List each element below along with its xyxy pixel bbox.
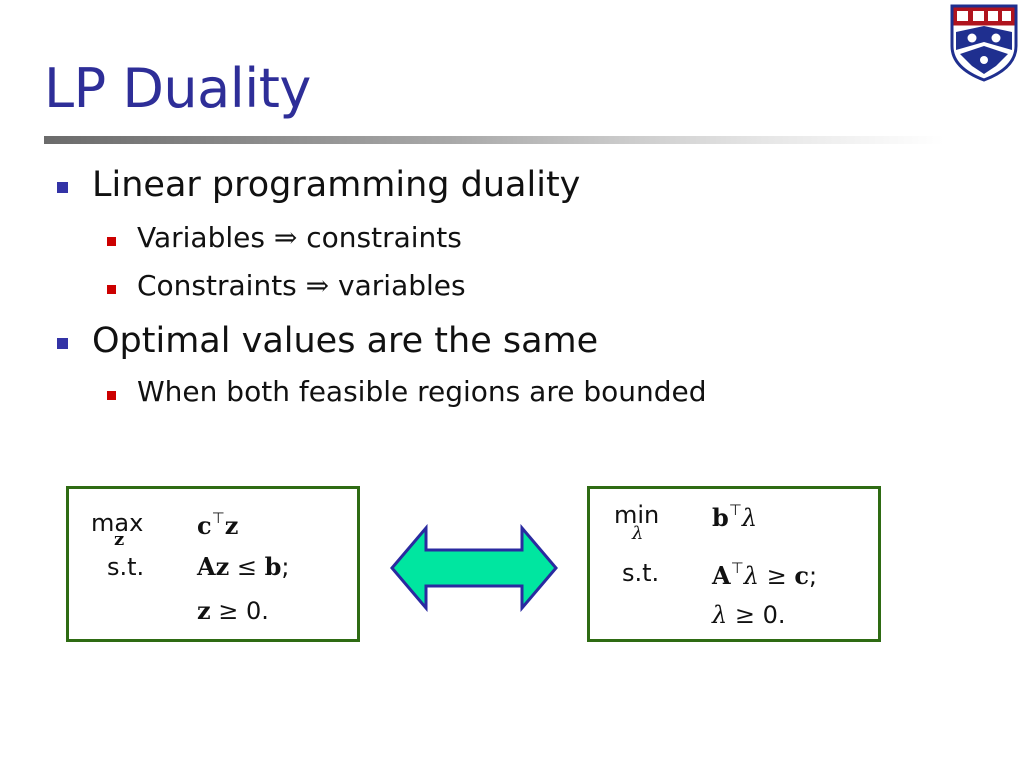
primal-nonneg: z ≥ 0.	[197, 596, 269, 625]
dual-nonneg: λ ≥ 0.	[712, 601, 786, 629]
dual-st: s.t.	[622, 559, 660, 587]
sub-bullet-constraints-variables: Constraints ⇒ variables	[107, 269, 466, 302]
dual-constraint: A⊤λ ≥ c;	[712, 559, 818, 590]
double-headed-arrow-icon	[390, 524, 558, 612]
sub-bullet-variables-constraints: Variables ⇒ constraints	[107, 221, 462, 254]
bullet-optimal-values: Optimal values are the same	[57, 321, 599, 361]
bullet-text: Optimal values are the same	[92, 321, 599, 361]
square-bullet-icon	[107, 237, 116, 246]
sub-bullet-before: Constraints	[137, 269, 297, 302]
sub-bullet-bounded: When both feasible regions are bounded	[107, 375, 707, 408]
sub-bullet-before: Variables	[137, 221, 265, 254]
primal-op-var: z	[114, 529, 125, 550]
title-underline	[44, 136, 944, 144]
dual-problem-box: min λ b⊤λ s.t. A⊤λ ≥ c; λ ≥ 0.	[587, 486, 881, 642]
sub-bullet-text: When both feasible regions are bounded	[137, 375, 707, 408]
bullet-linear-programming-duality: Linear programming duality	[57, 165, 581, 205]
square-bullet-icon	[107, 285, 116, 294]
sub-bullet-after: constraints	[306, 221, 462, 254]
square-bullet-icon	[57, 338, 68, 349]
dual-objective: b⊤λ	[712, 501, 758, 532]
university-shield-logo-icon	[950, 4, 1018, 82]
primal-op: max	[91, 509, 144, 537]
square-bullet-icon	[57, 182, 68, 193]
slide-title: LP Duality	[44, 57, 311, 120]
sub-bullet-after: variables	[338, 269, 466, 302]
dual-op: min	[614, 501, 660, 529]
primal-constraint: Az ≤ b;	[197, 552, 290, 581]
dual-op-var: λ	[632, 523, 644, 544]
primal-problem-box: max z c⊤z s.t. Az ≤ b; z ≥ 0.	[66, 486, 360, 642]
implies-arrow: ⇒	[305, 269, 330, 302]
primal-objective: c⊤z	[197, 509, 239, 540]
bullet-text: Linear programming duality	[92, 165, 581, 205]
implies-arrow: ⇒	[273, 221, 298, 254]
square-bullet-icon	[107, 391, 116, 400]
primal-st: s.t.	[107, 553, 145, 581]
